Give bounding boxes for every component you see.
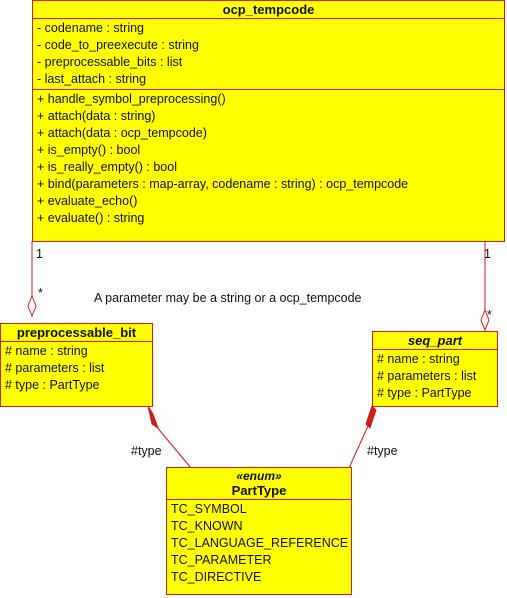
attribute: # parameters : list xyxy=(5,361,105,375)
enum-literal: TC_LANGUAGE_REFERENCE xyxy=(171,536,349,550)
operation-compartment: + handle_symbol_preprocessing() + attach… xyxy=(33,90,504,228)
attribute-compartment: - codename : string - code_to_preexecute… xyxy=(33,19,504,90)
multiplicity-left-many: * xyxy=(38,286,43,300)
right-composition-diamond xyxy=(365,405,377,429)
enum-literal: TC_SYMBOL xyxy=(171,502,247,516)
attribute: # type : PartType xyxy=(377,386,472,400)
operation: + is_empty() : bool xyxy=(37,143,141,157)
operation: + evaluate_echo() xyxy=(37,194,138,208)
literal-compartment: TC_SYMBOL TC_KNOWN TC_LANGUAGE_REFERENCE… xyxy=(167,500,351,587)
left-composition-line xyxy=(155,425,192,469)
class-name: seq_part xyxy=(373,332,497,350)
enum-literal: TC_KNOWN xyxy=(171,519,243,533)
association-note: A parameter may be a string or a ocp_tem… xyxy=(94,291,362,305)
attribute: # name : string xyxy=(377,352,460,366)
operation: + is_really_empty() : bool xyxy=(37,160,177,174)
attribute: # name : string xyxy=(5,344,88,358)
enum-parttype[interactable]: «enum» PartType TC_SYMBOL TC_KNOWN TC_LA… xyxy=(166,467,352,595)
class-name: ocp_tempcode xyxy=(33,1,504,19)
attribute: # parameters : list xyxy=(377,369,477,383)
role-label-right-type: #type xyxy=(367,444,398,458)
attribute: - code_to_preexecute : string xyxy=(37,38,199,52)
attribute: - preprocessable_bits : list xyxy=(37,55,183,69)
role-label-left-type: #type xyxy=(131,444,162,458)
operation: + bind(parameters : map-array, codename … xyxy=(37,177,409,191)
attribute: - codename : string xyxy=(37,21,144,35)
multiplicity-right-one: 1 xyxy=(484,247,491,261)
right-aggregation-diamond xyxy=(480,308,490,332)
right-composition-line xyxy=(348,425,369,469)
attribute-compartment: # name : string # parameters : list # ty… xyxy=(1,342,152,395)
class-name: PartType xyxy=(167,483,351,500)
operation: + attach(data : string) xyxy=(37,109,156,123)
enum-stereotype: «enum» xyxy=(236,469,282,483)
enum-literal: TC_DIRECTIVE xyxy=(171,570,262,584)
operation: + evaluate() : string xyxy=(37,211,145,225)
multiplicity-left-one: 1 xyxy=(36,247,43,261)
class-seq-part[interactable]: seq_part # name : string # parameters : … xyxy=(372,331,498,407)
class-ocp-tempcode[interactable]: ocp_tempcode - codename : string - code_… xyxy=(32,0,505,242)
attribute-compartment: # name : string # parameters : list # ty… xyxy=(373,350,497,403)
left-aggregation-diamond xyxy=(27,294,37,318)
attribute: # type : PartType xyxy=(5,378,100,392)
class-preprocessable-bit[interactable]: preprocessable_bit # name : string # par… xyxy=(0,323,153,407)
attribute: - last_attach : string xyxy=(37,72,147,86)
enum-literal: TC_PARAMETER xyxy=(171,553,272,567)
multiplicity-right-many: * xyxy=(487,308,492,322)
class-name: preprocessable_bit xyxy=(1,324,152,342)
operation: + handle_symbol_preprocessing() xyxy=(37,92,226,106)
left-composition-diamond xyxy=(147,405,159,430)
operation: + attach(data : ocp_tempcode) xyxy=(37,126,207,140)
